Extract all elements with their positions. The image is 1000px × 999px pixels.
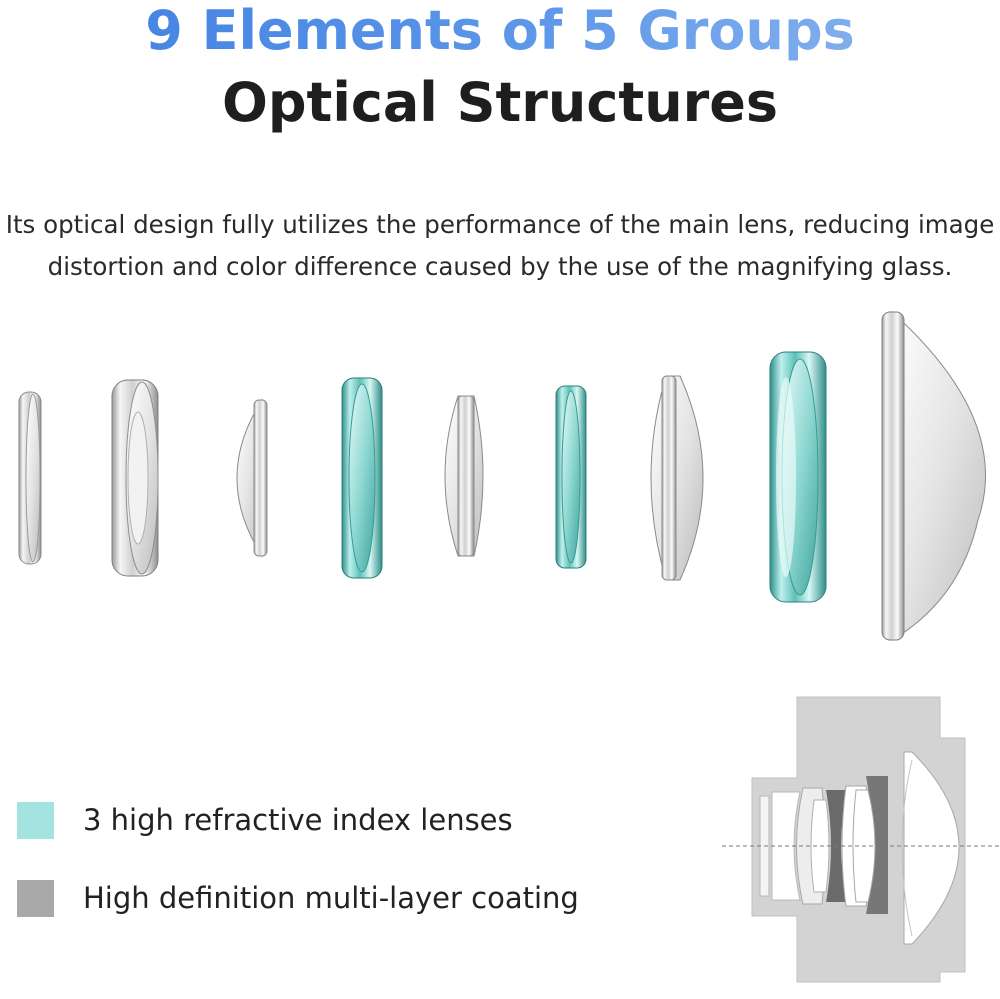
main-title: 9 Elements of 5 Groups (0, 0, 1000, 62)
lens-element-5 (444, 395, 484, 557)
legend-swatch-gray (17, 880, 54, 917)
lens-element-4 (341, 377, 383, 579)
description-text: Its optical design fully utilizes the pe… (0, 204, 1000, 288)
lens-element-2 (111, 379, 159, 577)
description-line-2: distortion and color difference caused b… (47, 252, 953, 281)
legend-label: High definition multi-layer coating (83, 881, 579, 915)
legend-swatch-teal (17, 802, 54, 839)
lens-element-8 (769, 351, 827, 603)
lens-element-outline-7 (901, 751, 960, 945)
lens-element-6 (555, 385, 587, 569)
legend-label: 3 high refractive index lenses (83, 803, 513, 837)
lens-element-outline-6 (852, 776, 888, 914)
lens-elements-illustration (18, 310, 986, 641)
subtitle: Optical Structures (221, 71, 779, 134)
lens-cross-section-diagram (722, 696, 1000, 983)
description-line-1: Its optical design fully utilizes the pe… (5, 210, 995, 239)
lens-element-3 (236, 398, 268, 558)
lens-element-1 (18, 391, 42, 565)
lens-element-7 (650, 375, 704, 581)
lens-element-9 (881, 310, 986, 641)
